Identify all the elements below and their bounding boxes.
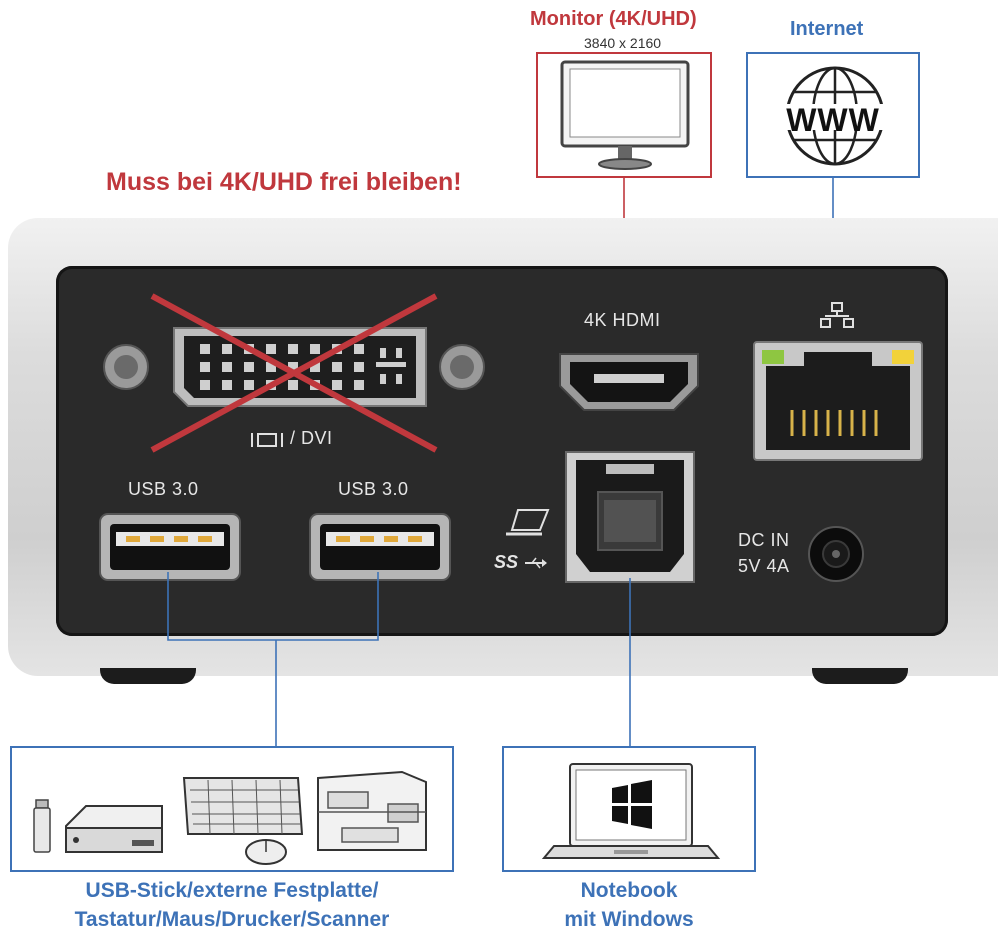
usb-devices-illustration	[33, 770, 427, 865]
external-drive-icon	[65, 805, 163, 853]
usb-stick-icon	[33, 799, 51, 853]
dc-voltage-label: 5V 4A	[738, 556, 790, 576]
laptop-icon	[506, 509, 550, 536]
network-icon	[820, 302, 854, 328]
dock-foot-left	[100, 668, 196, 684]
monitor-box	[536, 52, 712, 178]
red-cross-mark	[150, 293, 438, 453]
ethernet-port[interactable]	[752, 340, 924, 462]
notebook-box	[502, 746, 756, 872]
notebook-label-line1: Notebook	[580, 879, 678, 902]
dock-foot-right	[812, 668, 908, 684]
printer-scanner-icon	[317, 770, 427, 851]
usb-devices-label-line1: USB-Stick/externe Festplatte/	[85, 879, 379, 902]
usb-symbol-icon	[525, 557, 547, 569]
usb-devices-box	[10, 746, 454, 872]
usb2-label: USB 3.0	[338, 479, 409, 499]
globe-icon	[776, 66, 894, 166]
hdmi-label: 4K HDMI	[584, 310, 661, 330]
mouse-icon	[245, 839, 287, 865]
warning-text: Muss bei 4K/UHD frei bleiben!	[106, 168, 462, 196]
dc-in-label: DC IN	[738, 530, 790, 550]
usb-a-port-2[interactable]	[308, 512, 452, 582]
www-text: WWW	[786, 102, 880, 138]
internet-title: Internet	[790, 18, 864, 40]
keyboard-icon	[182, 777, 304, 835]
monitor-resolution: 3840 x 2160	[584, 35, 662, 51]
notebook-label-line2: mit Windows	[564, 908, 694, 931]
internet-box: WWW	[746, 52, 920, 178]
monitor-icon	[560, 60, 690, 170]
usb-b-port[interactable]	[564, 450, 696, 584]
superspeed-label: SS	[494, 552, 519, 572]
usb-a-port-1[interactable]	[98, 512, 242, 582]
monitor-title: Monitor (4K/UHD)	[530, 8, 697, 30]
usb-devices-label-line2: Tastatur/Maus/Drucker/Scanner	[74, 908, 390, 931]
display-port-icon	[251, 433, 283, 447]
windows-logo-icon	[612, 780, 652, 829]
hdmi-port[interactable]	[546, 348, 712, 418]
dc-in-jack[interactable]	[806, 524, 866, 584]
notebook-illustration	[541, 763, 721, 859]
usb1-label: USB 3.0	[128, 479, 199, 499]
dvi-label: / DVI	[290, 428, 333, 448]
